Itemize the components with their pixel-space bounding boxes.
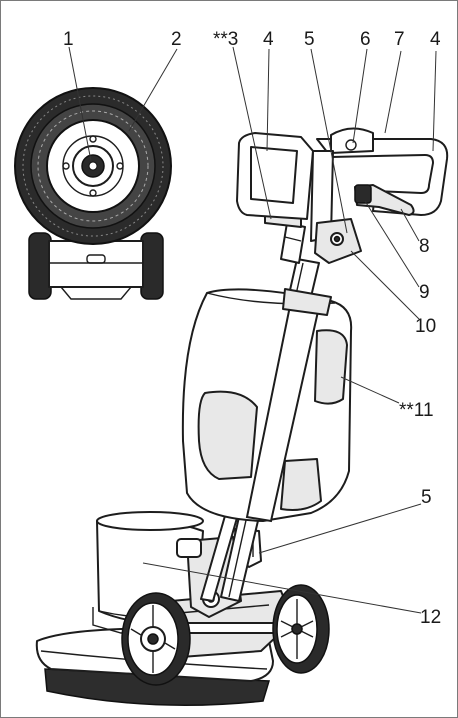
leader-lines [68,46,437,614]
callout-5-lower: 5 [421,487,432,508]
callout-10: 10 [415,316,436,337]
right-wheel [272,584,330,674]
callout-5-upper: 5 [304,29,315,50]
inset-left-wheel [28,232,52,300]
inset-right-wheel [140,232,164,300]
inset-base-frame [48,240,144,288]
callout-6: 6 [360,29,371,50]
callout-7: 7 [394,29,405,50]
callout-4-left: 4 [263,29,274,50]
tank-neck [282,288,332,316]
left-wheel [121,592,191,686]
brush-underside-view [14,87,172,300]
callout-4-right: 4 [430,29,441,50]
tank-side-window [197,390,258,480]
floor-machine-main-view [35,127,449,706]
callout-labels: 1 2 **3 4 5 6 7 4 8 9 10 **11 5 12 [63,29,441,628]
operator-handle [236,127,449,264]
callout-3: **3 [213,29,238,50]
tank-front-recess [314,329,348,405]
callout-12: 12 [420,607,441,628]
callout-2: 2 [171,29,182,50]
callout-9: 9 [419,282,430,303]
tank-lower-pad [280,458,322,511]
callout-11: **11 [399,400,434,421]
callout-1: 1 [63,29,74,50]
upper-neck [280,222,306,264]
callout-8: 8 [419,236,430,257]
